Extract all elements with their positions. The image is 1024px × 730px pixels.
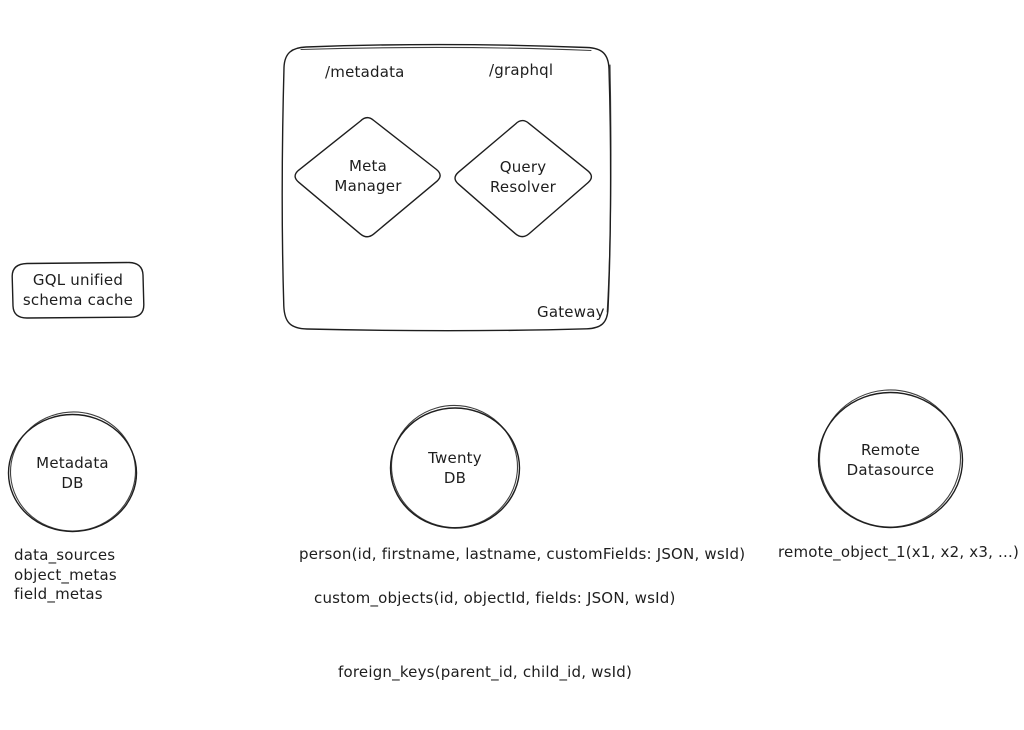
- table-custom-objects-signature: custom_objects(id, objectId, fields: JSO…: [314, 589, 676, 607]
- metadata-db-tables: data_sources object_metas field_metas: [14, 546, 117, 605]
- twenty-db-circle-sketch: [390, 404, 519, 529]
- gateway-box: [281, 43, 612, 332]
- query-resolver-label: Query Resolver: [489, 158, 556, 196]
- metadata-db-label: Metadata DB: [36, 454, 109, 492]
- schema-cache-label: GQL unified schema cache: [22, 271, 134, 309]
- table-name: field_metas: [14, 585, 103, 603]
- schema-cache-box: [11, 261, 145, 319]
- table-remote-object-signature: remote_object_1(x1, x2, x3, ...): [778, 543, 1020, 561]
- table-foreign-keys-signature: foreign_keys(parent_id, child_id, wsId): [338, 663, 633, 681]
- table-name: object_metas: [14, 565, 117, 584]
- gateway-box-sketch-stroke: [606, 64, 612, 313]
- gateway-box-sketch-stroke: [300, 46, 592, 52]
- endpoint-graphql-label: /graphql: [489, 61, 554, 79]
- table-name: data_sources: [14, 546, 116, 564]
- query-resolver-diamond: [454, 119, 593, 238]
- remote-datasource-label: Remote Datasource: [846, 441, 935, 479]
- meta-manager-label: Meta Manager: [334, 157, 402, 195]
- twenty-db-label: Twenty DB: [428, 449, 482, 487]
- metadata-db-circle-sketch: [9, 411, 137, 532]
- remote-datasource-circle-sketch: [818, 389, 962, 528]
- gateway-label: Gateway: [537, 303, 605, 321]
- meta-manager-diamond: [294, 116, 441, 238]
- endpoint-metadata-label: /metadata: [325, 63, 405, 81]
- table-person-signature: person(id, firstname, lastname, customFi…: [299, 545, 746, 563]
